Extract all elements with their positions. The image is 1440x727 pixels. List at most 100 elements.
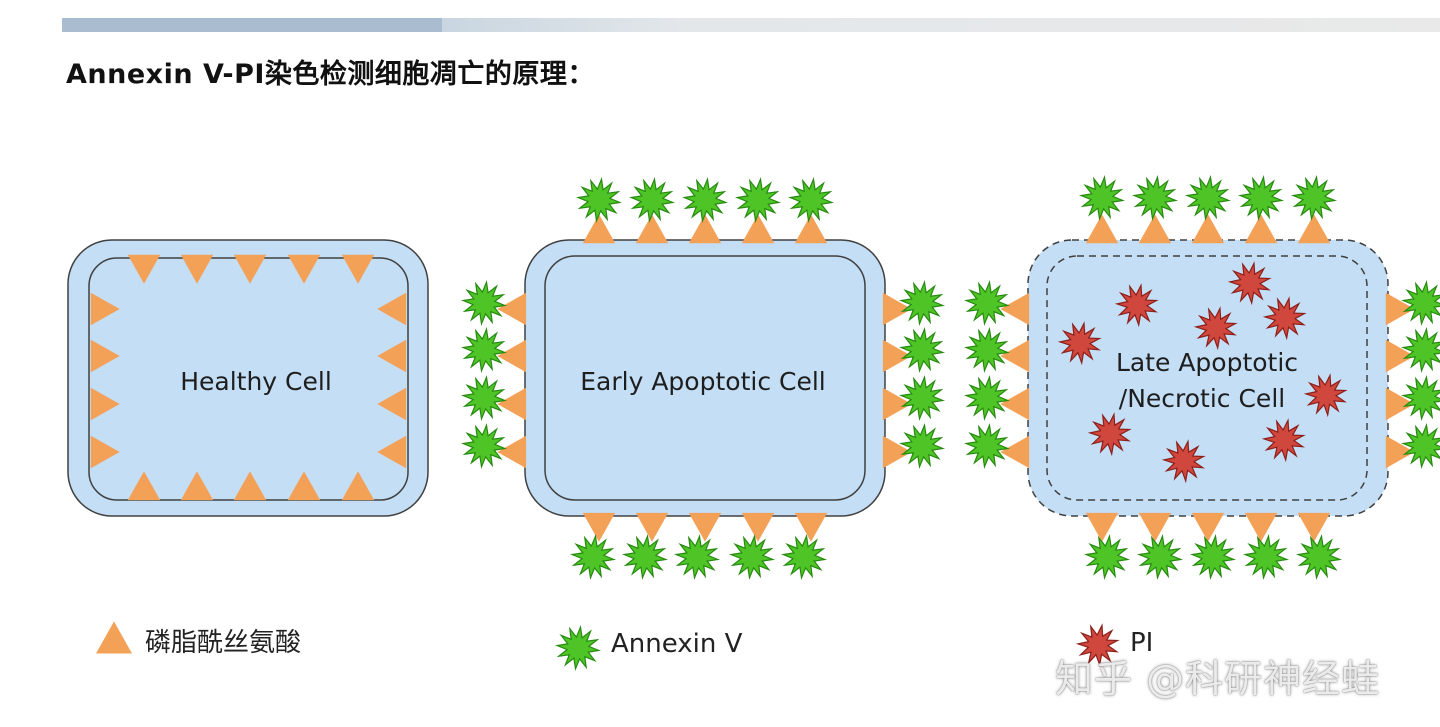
phosphatidylserine-triangle <box>1297 512 1331 542</box>
annexin-v-marker <box>728 533 776 581</box>
annexin-v-marker <box>1083 533 1131 581</box>
annexin-v-marker <box>1237 174 1285 222</box>
phosphatidylserine-triangle <box>1138 512 1172 542</box>
phosphatidylserine-triangle <box>882 435 912 469</box>
phosphatidylserine-triangle <box>127 471 161 501</box>
phosphatidylserine-triangle <box>497 339 527 373</box>
phosphatidylserine-triangle <box>741 214 775 244</box>
annexin-v-marker <box>1078 174 1126 222</box>
watermark: 知乎 @科研神经蛙 <box>1055 657 1381 701</box>
phosphatidylserine-triangle <box>1385 435 1415 469</box>
phosphatidylserine-triangle <box>794 214 828 244</box>
annexin-v-marker <box>963 326 1011 374</box>
annexin-v-marker <box>554 624 602 672</box>
phosphatidylserine-triangle <box>287 254 321 284</box>
phosphatidylserine-triangle <box>233 254 267 284</box>
legend-phosphatidylserine-label: 磷脂酰丝氨酸 <box>145 628 301 658</box>
annexin-v-marker <box>734 176 782 224</box>
annexin-v-marker <box>780 533 828 581</box>
late-apoptotic-cell-label-line2: /Necrotic Cell <box>1119 384 1285 413</box>
phosphatidylserine-triangle <box>882 387 912 421</box>
annexin-v-marker <box>898 279 946 327</box>
annexin-v-marker <box>1400 279 1440 327</box>
pi-marker <box>1193 306 1238 351</box>
healthy-cell-outer-membrane <box>67 239 429 517</box>
phosphatidylserine-triangle <box>1191 214 1225 244</box>
phosphatidylserine-triangle <box>1385 339 1415 373</box>
phosphatidylserine-triangle <box>794 512 828 542</box>
phosphatidylserine-triangle <box>341 471 375 501</box>
annexin-v-marker <box>898 422 946 470</box>
phosphatidylserine-triangle <box>1244 214 1278 244</box>
phosphatidylserine-triangle <box>497 292 527 326</box>
phosphatidylserine-triangle <box>1000 387 1030 421</box>
phosphatidylserine-triangle <box>635 512 669 542</box>
annexin-v-marker <box>569 533 617 581</box>
phosphatidylserine-triangle <box>377 292 407 326</box>
phosphatidylserine-triangle <box>377 435 407 469</box>
phosphatidylserine-triangle <box>1085 214 1119 244</box>
annexin-v-marker <box>1400 422 1440 470</box>
pi-marker <box>1057 321 1102 366</box>
annexin-v-marker <box>628 176 676 224</box>
annexin-v-marker <box>1189 533 1237 581</box>
pi-marker <box>1261 418 1306 463</box>
pi-marker <box>1075 623 1120 668</box>
phosphatidylserine-triangle <box>341 254 375 284</box>
phosphatidylserine-triangle <box>882 292 912 326</box>
annexin-v-marker <box>1400 374 1440 422</box>
phosphatidylserine-triangle <box>96 621 132 654</box>
phosphatidylserine-triangle <box>497 435 527 469</box>
pi-marker <box>1303 373 1348 418</box>
annexin-v-marker <box>575 176 623 224</box>
phosphatidylserine-triangle <box>233 471 267 501</box>
annexin-v-marker <box>681 176 729 224</box>
late-cell-outer-membrane <box>1027 239 1389 517</box>
pi-marker <box>1161 439 1206 484</box>
phosphatidylserine-triangle <box>1385 292 1415 326</box>
phosphatidylserine-triangle <box>497 387 527 421</box>
header-bar-accent <box>62 18 442 32</box>
annexin-v-marker <box>1295 533 1343 581</box>
page-title: Annexin V-PI染色检测细胞凋亡的原理： <box>66 59 595 90</box>
phosphatidylserine-triangle <box>127 254 161 284</box>
phosphatidylserine-triangle <box>635 214 669 244</box>
phosphatidylserine-triangle <box>582 512 616 542</box>
phosphatidylserine-triangle <box>1191 512 1225 542</box>
early-cell-inner-membrane <box>544 255 866 501</box>
phosphatidylserine-triangle <box>180 254 214 284</box>
phosphatidylserine-triangle <box>1000 292 1030 326</box>
phosphatidylserine-triangle <box>377 339 407 373</box>
annexin-v-marker <box>460 374 508 422</box>
phosphatidylserine-triangle <box>180 471 214 501</box>
annexin-v-marker <box>1136 533 1184 581</box>
annexin-v-marker <box>1184 174 1232 222</box>
phosphatidylserine-triangle <box>90 387 120 421</box>
phosphatidylserine-triangle <box>1385 387 1415 421</box>
annexin-v-marker <box>460 326 508 374</box>
healthy-cell-label: Healthy Cell <box>180 367 332 396</box>
pi-marker <box>1227 261 1272 306</box>
phosphatidylserine-triangle <box>1000 435 1030 469</box>
phosphatidylserine-triangle <box>90 339 120 373</box>
phosphatidylserine-triangle <box>1000 339 1030 373</box>
annexin-v-marker <box>963 374 1011 422</box>
annexin-v-marker <box>460 422 508 470</box>
phosphatidylserine-triangle <box>1138 214 1172 244</box>
annexin-v-marker <box>621 533 669 581</box>
legend-pi-label: PI <box>1130 628 1153 658</box>
annexin-v-marker <box>460 279 508 327</box>
phosphatidylserine-triangle <box>90 435 120 469</box>
phosphatidylserine-triangle <box>882 339 912 373</box>
late-apoptotic-cell-label-line1: Late Apoptotic <box>1116 348 1298 377</box>
phosphatidylserine-triangle <box>1244 512 1278 542</box>
annexin-v-marker <box>898 326 946 374</box>
phosphatidylserine-triangle <box>287 471 321 501</box>
annexin-v-marker <box>898 374 946 422</box>
annexin-v-marker <box>963 422 1011 470</box>
pi-marker <box>1114 283 1159 328</box>
phosphatidylserine-triangle <box>741 512 775 542</box>
legend-annexin-label: Annexin V <box>611 629 743 659</box>
late-cell-inner-membrane <box>1046 255 1368 501</box>
